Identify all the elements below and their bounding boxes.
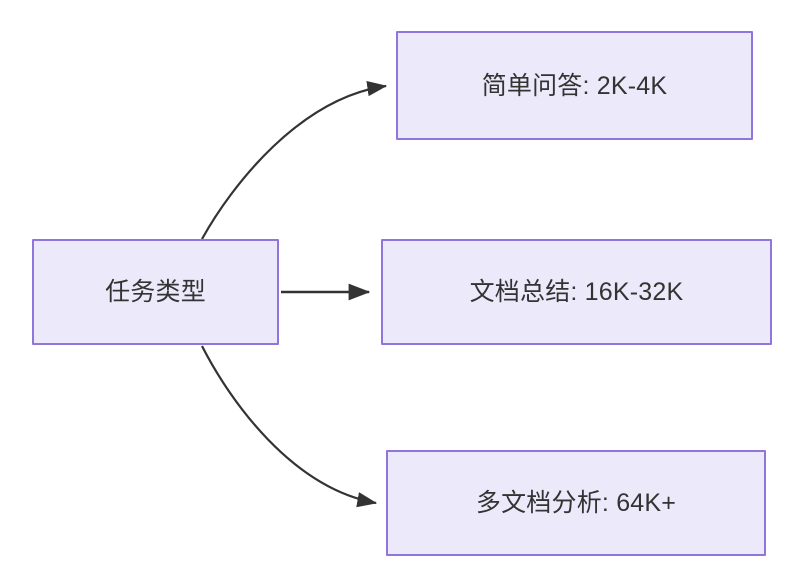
node-simple-qa[interactable]: 简单问答: 2K-4K bbox=[396, 31, 753, 140]
node-document-summary-label: 文档总结: 16K-32K bbox=[469, 278, 684, 306]
node-task-type[interactable]: 任务类型 bbox=[32, 239, 279, 345]
edge-root-simple bbox=[201, 80, 388, 240]
node-task-type-label: 任务类型 bbox=[105, 278, 206, 306]
node-multi-document-analysis-label: 多文档分析: 64K+ bbox=[475, 489, 677, 517]
node-simple-qa-label: 简单问答: 2K-4K bbox=[481, 71, 668, 100]
node-multi-document-analysis[interactable]: 多文档分析: 64K+ bbox=[386, 450, 766, 556]
node-document-summary[interactable]: 文档总结: 16K-32K bbox=[381, 239, 772, 345]
edge-root-multi bbox=[201, 345, 378, 508]
